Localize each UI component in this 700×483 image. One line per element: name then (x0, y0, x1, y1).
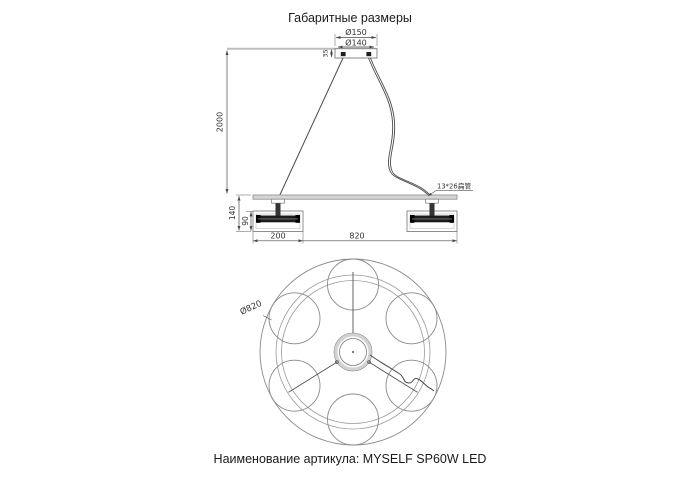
bottom-view-cord (369, 354, 435, 392)
dim-head-height-label: 90 (241, 216, 250, 226)
shade-upper-right (385, 292, 438, 345)
tube-note-label: 13*26扁管 (437, 182, 471, 191)
dim-diameter-label: Ø820 (238, 298, 263, 318)
dim-head-total-height-label: 140 (228, 206, 237, 221)
dim-canopy-outer-label: Ø150 (345, 27, 367, 37)
lamp-head-left (252, 210, 304, 232)
tube-note: 13*26扁管 (427, 182, 473, 197)
shade-lower-right (385, 359, 438, 412)
center-hub (333, 332, 373, 372)
dim-head-width-label: 200 (270, 231, 285, 240)
shade-bottom (327, 393, 379, 446)
canopy-hook-left (340, 52, 346, 57)
article-caption: Наименование артикула: MYSELF SP60W LED (213, 452, 487, 466)
bottom-view: Ø820 (238, 258, 447, 446)
front-view: 2000 Ø150 Ø140 35 (216, 27, 473, 244)
page-title: Габаритные размеры (288, 11, 412, 25)
suspension-cable-left (277, 57, 344, 200)
dim-head-height: 90 (241, 211, 253, 231)
canopy-hook-right (366, 52, 372, 57)
connector-left (271, 198, 285, 216)
shade-upper-left (268, 292, 321, 345)
dim-canopy-inner-label: Ø140 (345, 38, 367, 48)
spokes (288, 272, 418, 393)
dim-suspension-height-label: 2000 (216, 112, 225, 132)
dim-canopy-height-label: 35 (322, 49, 330, 57)
canopy-body (334, 48, 378, 59)
shade-lower-left (268, 359, 321, 412)
lamp-head-right (406, 210, 458, 232)
connector-right (425, 198, 439, 216)
dim-widths: 200 820 (252, 231, 458, 244)
dim-overall-width-label: 820 (349, 231, 364, 240)
suspension-bar (252, 194, 458, 200)
dim-head-total-height: 140 (228, 194, 251, 232)
dim-suspension-height: 2000 (216, 50, 229, 194)
canopy: Ø150 Ø140 35 (322, 27, 378, 59)
power-cord (368, 57, 433, 199)
